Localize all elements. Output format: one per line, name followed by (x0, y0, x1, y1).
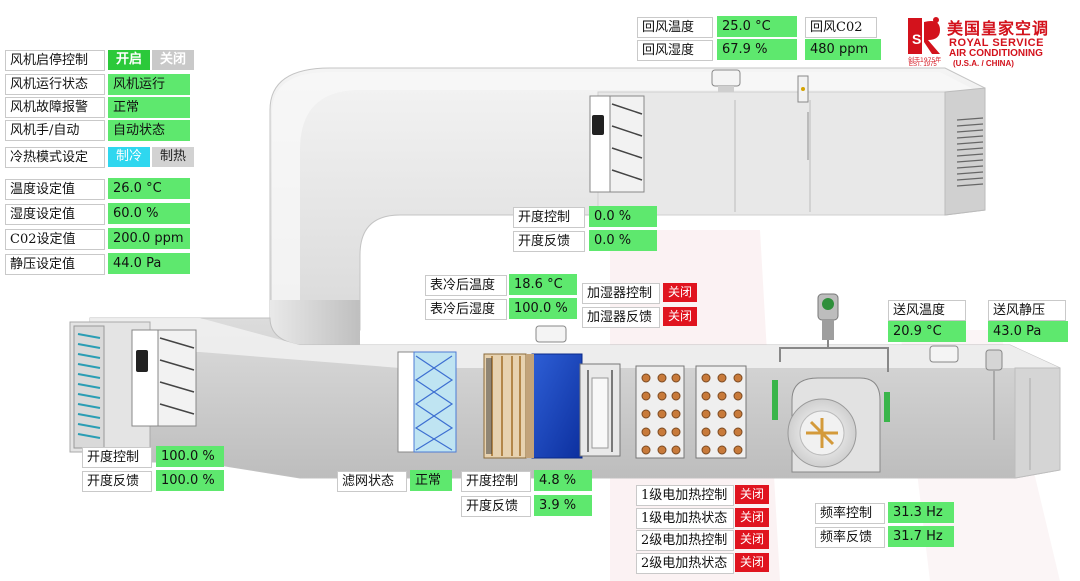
humidifier-control-label: 加湿器控制 (582, 283, 660, 304)
fresh-damper-control-value[interactable]: 100.0 % (156, 446, 224, 467)
temp-setpoint-value[interactable]: 26.0 °C (108, 178, 190, 199)
supply-pressure-label: 送风静压 (988, 300, 1066, 321)
fan-run-state-label: 风机运行状态 (5, 74, 105, 95)
return-damper-control-label: 开度控制 (513, 207, 585, 228)
fan-fault-label: 风机故障报警 (5, 97, 105, 118)
svg-text:S: S (912, 31, 921, 47)
freq-control-value[interactable]: 31.3 Hz (888, 502, 954, 523)
humidifier-feedback-label: 加湿器反馈 (582, 307, 660, 328)
coil-temp-value: 18.6 °C (509, 274, 577, 295)
fresh-damper-control-label: 开度控制 (82, 447, 152, 468)
filter-status-label: 滤网状态 (337, 471, 407, 492)
fan-fault-value: 正常 (108, 97, 190, 118)
fan-manual-auto-label: 风机手/自动 (5, 120, 105, 141)
heater-1-control-value[interactable]: 关闭 (735, 485, 769, 504)
freq-feedback-value: 31.7 Hz (888, 526, 954, 547)
brand-name-cn: 美国皇家空调 (947, 19, 1050, 38)
return-temp-label: 回风温度 (637, 17, 713, 38)
fan-start-stop-label: 风机启停控制 (5, 50, 105, 71)
return-damper-control-value[interactable]: 0.0 % (589, 206, 657, 227)
heater-2-state-label: 2级电加热状态 (636, 553, 734, 574)
heater-1-state-value: 关闭 (735, 508, 769, 527)
supply-temp-value: 20.9 °C (888, 321, 966, 342)
valve-control-value[interactable]: 4.8 % (534, 470, 592, 491)
valve-feedback-value: 3.9 % (534, 495, 592, 516)
coil-temp-label: 表冷后温度 (425, 275, 507, 296)
heater-1-state-label: 1级电加热状态 (636, 508, 734, 529)
heater-1-control-label: 1级电加热控制 (636, 485, 734, 506)
valve-control-label: 开度控制 (461, 471, 531, 492)
return-co2-label: 回风C02 (805, 17, 877, 38)
fresh-damper-feedback-value: 100.0 % (156, 470, 224, 491)
brand-tagline: AIR CONDITIONING (949, 48, 1043, 59)
cool-mode-button[interactable]: 制冷 (108, 147, 150, 167)
heater-2-state-value: 关闭 (735, 553, 769, 572)
fan-run-state-value: 风机运行 (108, 74, 190, 95)
fan-manual-auto-value: 自动状态 (108, 120, 190, 141)
co2-setpoint-value[interactable]: 200.0 ppm (108, 228, 190, 249)
coil-humidity-label: 表冷后湿度 (425, 299, 507, 320)
humidity-setpoint-label: 湿度设定值 (5, 204, 105, 225)
humidity-setpoint-value[interactable]: 60.0 % (108, 203, 190, 224)
supply-temp-label: 送风温度 (888, 300, 966, 321)
fan-on-button[interactable]: 开启 (108, 50, 150, 70)
brand-est-en: EST. 1975 (909, 62, 937, 68)
brand-est-cn: 创于1975年 (908, 57, 942, 64)
return-humidity-value: 67.9 % (717, 39, 797, 60)
heater-2-control-value[interactable]: 关闭 (735, 530, 769, 549)
supply-pressure-value: 43.0 Pa (988, 321, 1068, 342)
freq-feedback-label: 频率反馈 (815, 527, 885, 548)
humidifier-feedback-value: 关闭 (663, 307, 697, 326)
valve-feedback-label: 开度反馈 (461, 496, 531, 517)
return-damper-feedback-label: 开度反馈 (513, 231, 585, 252)
co2-setpoint-label: C02设定值 (5, 229, 105, 250)
freq-control-label: 频率控制 (815, 503, 885, 524)
fan-off-button[interactable]: 关闭 (152, 50, 194, 70)
filter-status-value: 正常 (410, 470, 452, 491)
return-co2-value: 480 ppm (805, 39, 881, 60)
return-humidity-label: 回风湿度 (637, 40, 713, 61)
heater-2-control-label: 2级电加热控制 (636, 530, 734, 551)
humidifier-control-value[interactable]: 关闭 (663, 283, 697, 302)
brand-name-en: ROYAL SERVICE (949, 37, 1044, 49)
fresh-damper-feedback-label: 开度反馈 (82, 471, 152, 492)
brand-region: (U.S.A. / CHINA) (953, 59, 1014, 68)
temp-setpoint-label: 温度设定值 (5, 179, 105, 200)
return-temp-value: 25.0 °C (717, 16, 797, 37)
return-damper-feedback-value: 0.0 % (589, 230, 657, 251)
royal-service-logo-icon: S (908, 17, 940, 54)
pressure-setpoint-label: 静压设定值 (5, 254, 105, 275)
pressure-setpoint-value[interactable]: 44.0 Pa (108, 253, 190, 274)
heat-mode-button[interactable]: 制热 (152, 147, 194, 167)
mode-label: 冷热模式设定 (5, 147, 105, 168)
coil-humidity-value: 100.0 % (509, 298, 577, 319)
